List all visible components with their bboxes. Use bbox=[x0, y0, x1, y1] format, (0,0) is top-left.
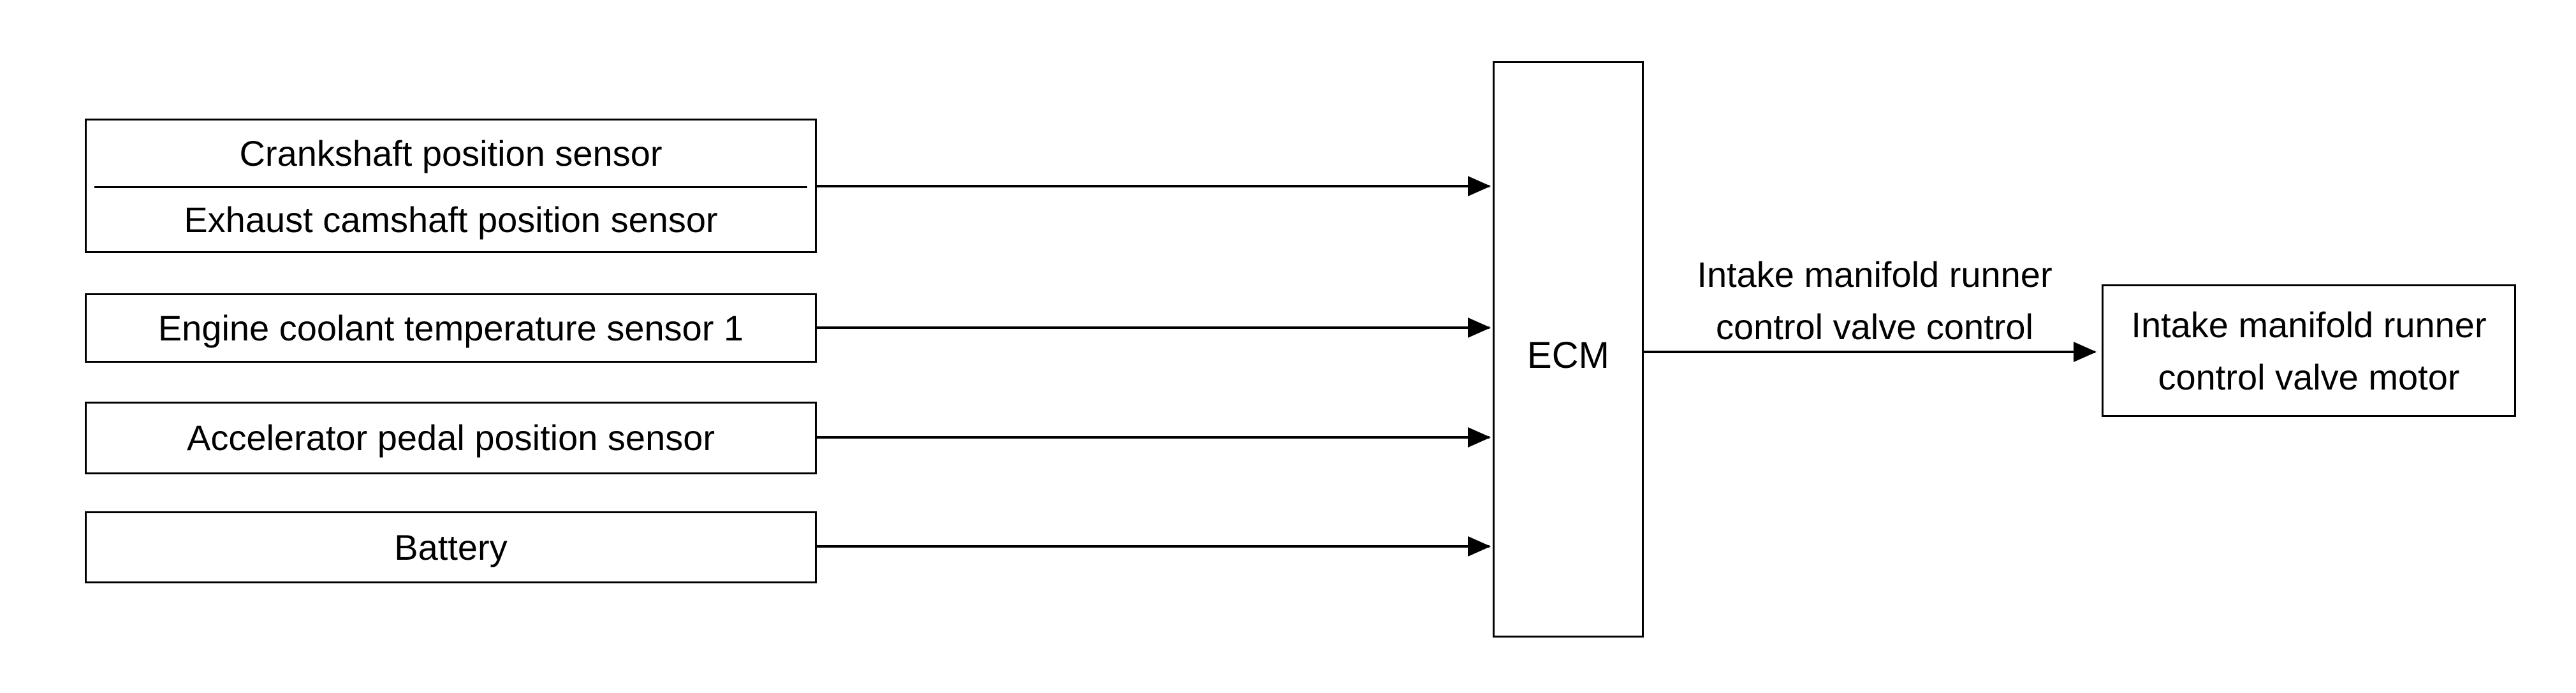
ecm-label: ECM bbox=[1527, 335, 1609, 376]
coolant-temperature-sensor-label: Engine coolant temperature sensor 1 bbox=[157, 307, 744, 348]
exhaust-camshaft-position-sensor-label: Exhaust camshaft position sensor bbox=[184, 199, 718, 240]
crankshaft-position-sensor-label: Crankshaft position sensor bbox=[239, 133, 662, 173]
valve-motor-label: Intake manifold runner control valve mot… bbox=[2104, 299, 2514, 404]
control-signal-label-line-1: Intake manifold runner bbox=[1697, 254, 2053, 295]
ecm-box: ECM bbox=[1493, 61, 1644, 638]
control-signal-label: Intake manifold runner control valve con… bbox=[1658, 249, 2091, 353]
box-divider bbox=[94, 186, 807, 188]
valve-motor-label-line-2: control valve motor bbox=[2158, 357, 2460, 397]
valve-motor-label-line-1: Intake manifold runner bbox=[2131, 305, 2487, 345]
battery-box: Battery bbox=[85, 511, 817, 583]
battery-label: Battery bbox=[394, 527, 508, 567]
coolant-temperature-sensor-box: Engine coolant temperature sensor 1 bbox=[85, 293, 817, 363]
crankshaft-camshaft-sensor-box: Crankshaft position sensor Exhaust camsh… bbox=[85, 119, 817, 253]
control-signal-label-line-2: control valve control bbox=[1715, 307, 2033, 347]
accelerator-pedal-sensor-box: Accelerator pedal position sensor bbox=[85, 402, 817, 474]
accelerator-pedal-sensor-label: Accelerator pedal position sensor bbox=[186, 418, 715, 458]
valve-motor-box: Intake manifold runner control valve mot… bbox=[2102, 284, 2516, 417]
